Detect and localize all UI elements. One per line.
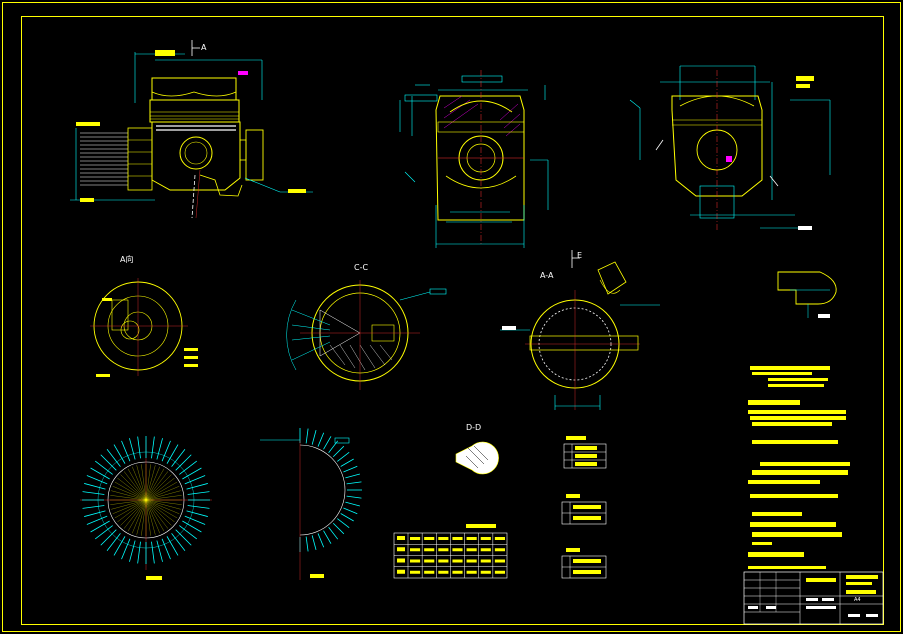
section-cc: C-C	[286, 263, 447, 390]
tolerance-table-2	[561, 494, 607, 525]
tolerance-table-1	[563, 436, 607, 469]
grouping-table	[393, 524, 508, 579]
view-a-direction: A向	[90, 254, 198, 377]
sheet-size-label: A4	[854, 597, 861, 603]
section-aa-label: A-A	[540, 271, 554, 280]
detail-e	[777, 271, 837, 318]
radial-pattern-left	[80, 436, 212, 580]
section-dd-label: D-D	[466, 423, 481, 432]
front-view-left: A	[70, 40, 313, 219]
radial-pattern-center	[260, 428, 362, 580]
inner-frame	[21, 16, 884, 625]
section-view-center	[399, 70, 549, 248]
section-cc-label: C-C	[354, 263, 368, 272]
side-view-right	[629, 65, 831, 230]
view-a-label: A向	[120, 254, 133, 264]
tolerance-table-3	[561, 548, 607, 579]
section-a-marker-label: A	[201, 43, 207, 52]
technical-notes	[748, 366, 850, 569]
arrow-e-label: E	[577, 251, 582, 260]
section-aa: A-A E	[500, 250, 660, 410]
section-dd: D-D	[455, 423, 499, 475]
title-block: A4	[743, 571, 884, 625]
